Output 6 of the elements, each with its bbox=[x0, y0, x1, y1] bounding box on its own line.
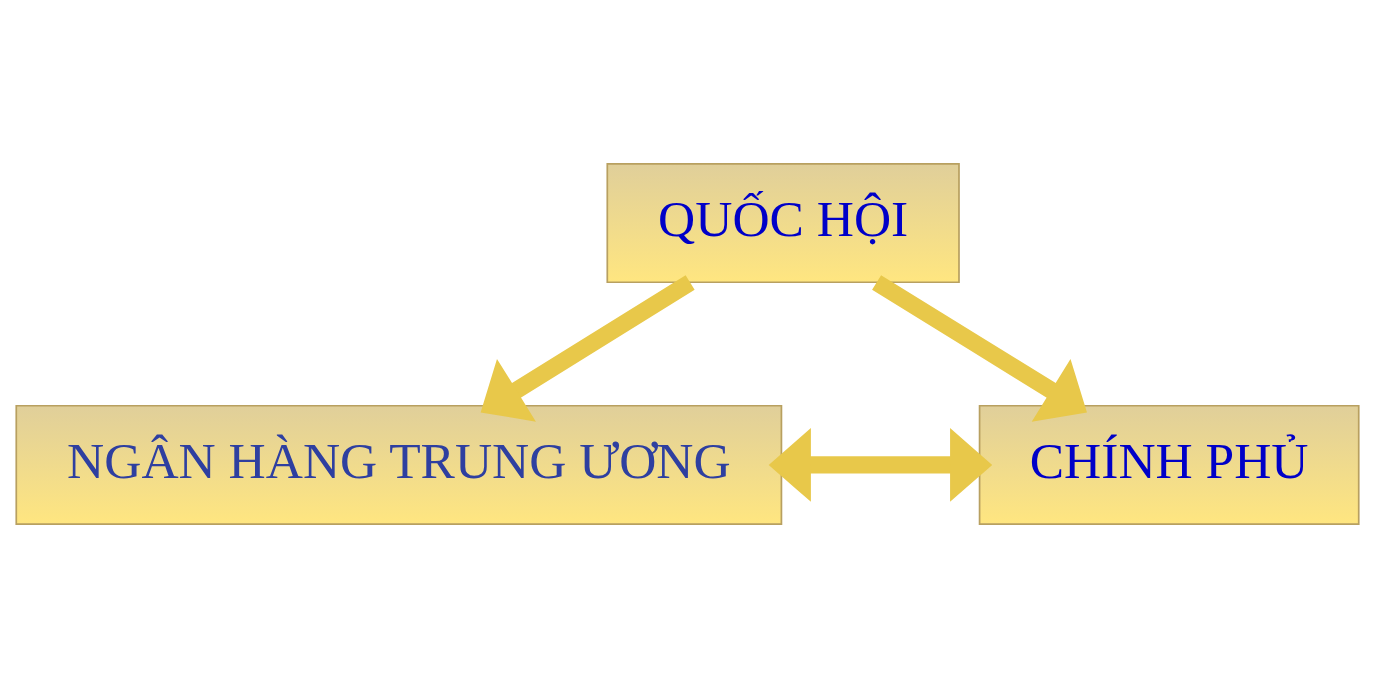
arrow bbox=[768, 427, 993, 502]
node-box: CHÍNH PHỦ bbox=[978, 404, 1360, 525]
node-box: QUỐC HỘI bbox=[606, 162, 960, 283]
arrow bbox=[480, 274, 695, 422]
node-box: NGÂN HÀNG TRUNG ƯƠNG bbox=[15, 404, 783, 525]
arrow bbox=[872, 274, 1087, 422]
